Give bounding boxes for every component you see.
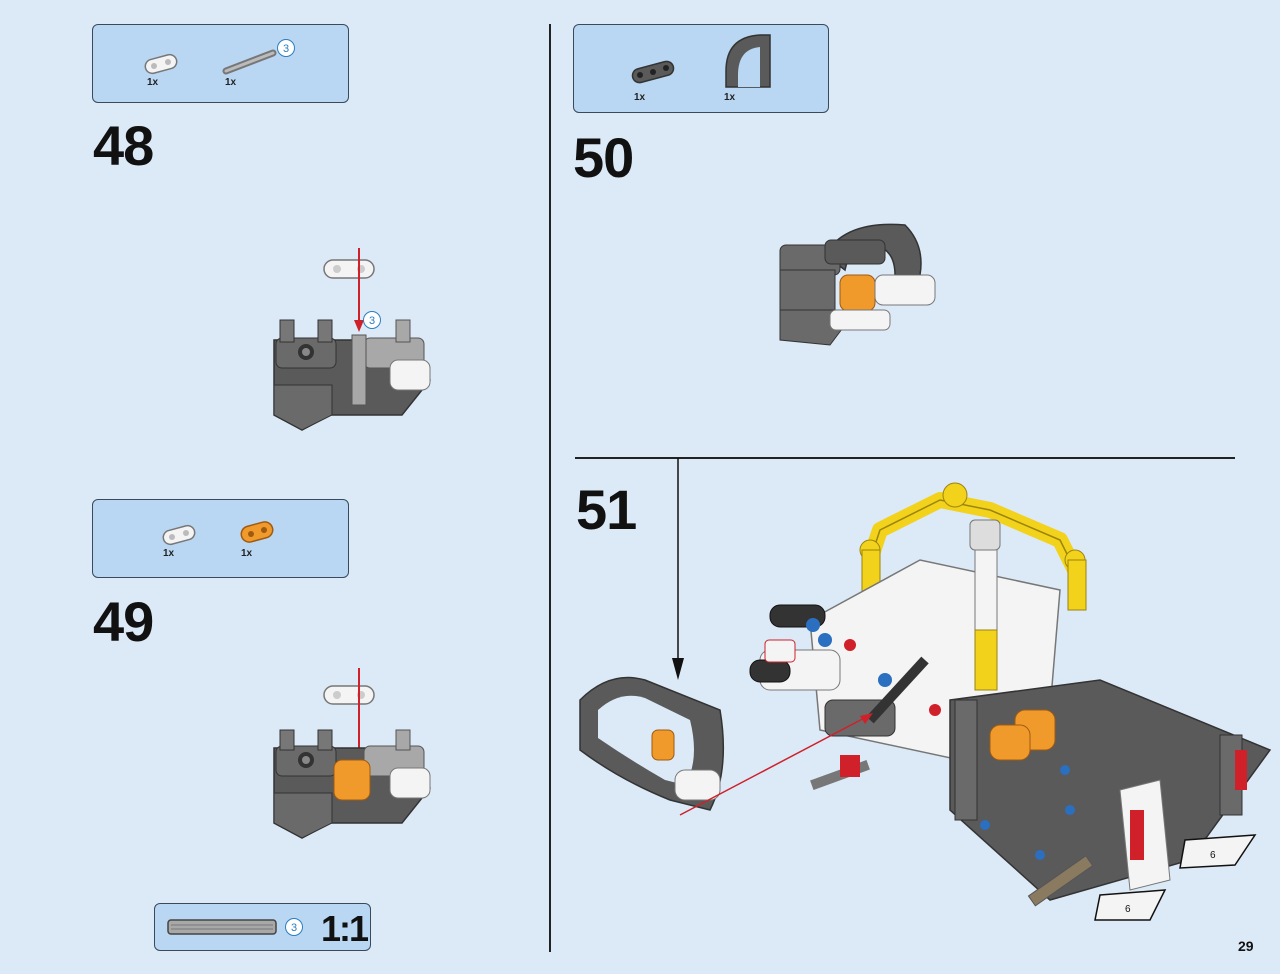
step50-part2-qty: 1x bbox=[724, 92, 736, 103]
scale-box: 3 1:1 bbox=[154, 903, 371, 951]
axle-grey-icon bbox=[222, 49, 277, 75]
connector-orange-icon bbox=[240, 521, 274, 543]
page-number: 29 bbox=[1238, 938, 1254, 954]
step49-number: 49 bbox=[93, 590, 154, 653]
scale-length-badge: 3 bbox=[285, 918, 303, 936]
step48-axle-length-badge: 3 bbox=[363, 311, 381, 329]
quarter-circle-beam-icon bbox=[725, 34, 771, 88]
step50-model bbox=[779, 223, 936, 346]
step51-down-arrow bbox=[672, 458, 684, 680]
step51-top-rule bbox=[575, 457, 1235, 459]
step48-parts-box: 1x 1x 3 bbox=[92, 24, 349, 103]
vertical-divider bbox=[549, 24, 551, 952]
beam-3-dark-icon bbox=[631, 60, 675, 84]
step51-number: 51 bbox=[576, 478, 637, 541]
step50-number: 50 bbox=[573, 126, 634, 189]
step48-number: 48 bbox=[93, 114, 154, 177]
step50-parts-box: 1x 1x bbox=[573, 24, 829, 113]
step49-part2-qty: 1x bbox=[241, 548, 253, 559]
step48-model bbox=[273, 248, 431, 431]
beam-2-white-icon bbox=[162, 524, 196, 546]
axle-1to1-icon bbox=[167, 919, 277, 935]
step50-part1-qty: 1x bbox=[634, 92, 646, 103]
step49-parts-box: 1x 1x bbox=[92, 499, 349, 578]
step51-model: 6 6 bbox=[579, 482, 1272, 921]
step49-part1-qty: 1x bbox=[163, 548, 175, 559]
scale-ratio: 1:1 bbox=[321, 908, 369, 949]
step49-model bbox=[273, 668, 431, 839]
placard-right: 6 bbox=[1210, 850, 1216, 861]
step48-part2-qty: 1x bbox=[225, 77, 237, 88]
step48-part1-qty: 1x bbox=[147, 77, 159, 88]
placard-left: 6 bbox=[1125, 904, 1131, 915]
beam-2-white-icon bbox=[144, 53, 178, 75]
step48-part2-length-badge: 3 bbox=[277, 39, 295, 57]
